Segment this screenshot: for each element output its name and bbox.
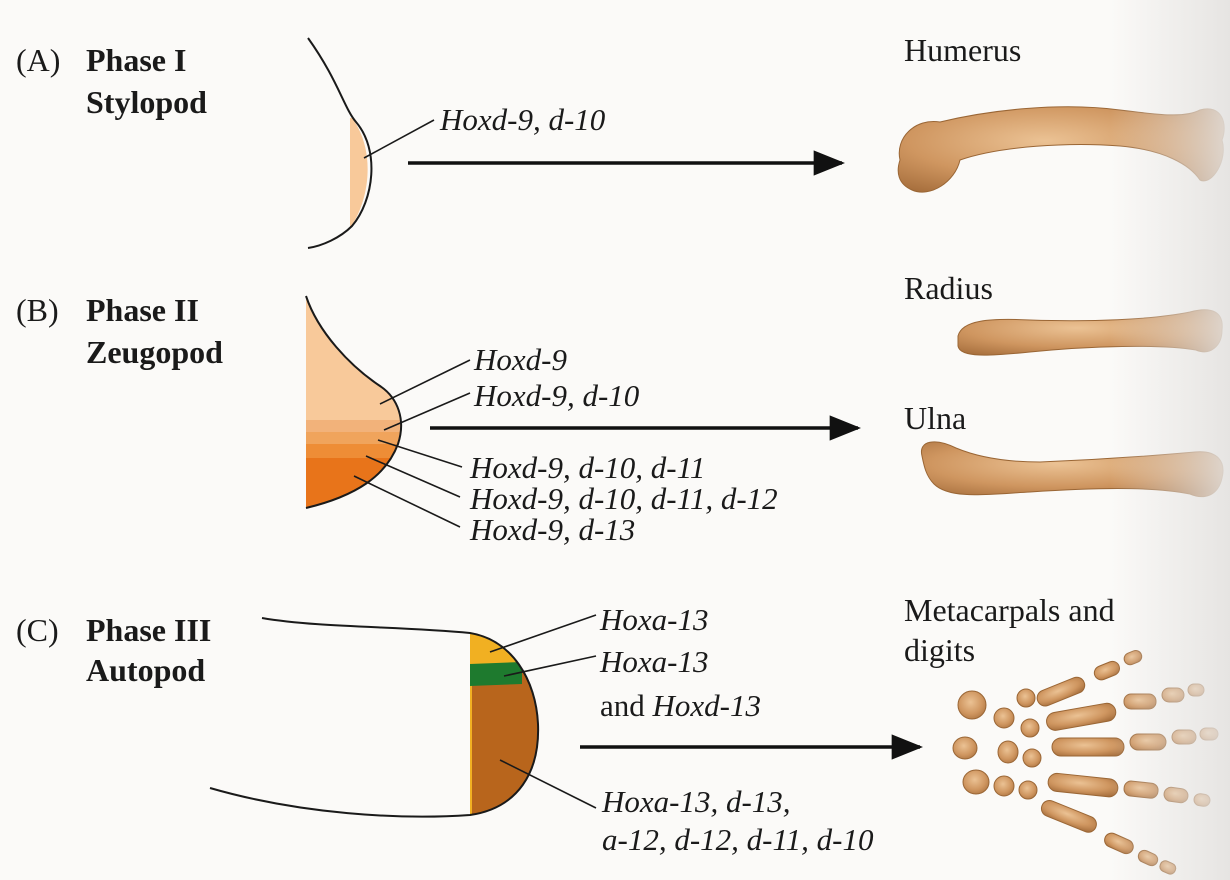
digits-label: digits (904, 632, 976, 668)
pointer-line (363, 119, 435, 159)
stylopod-outline (307, 37, 373, 249)
autopod-limb-bud (209, 614, 597, 818)
panel-a-letter: (A) (16, 42, 61, 78)
panel-b-segment: Zeugopod (86, 334, 223, 370)
humerus-label: Humerus (904, 32, 1022, 68)
gene-label-hoxd-9-d-12: Hoxd-9, d-10, d-11, d-12 (470, 481, 778, 516)
panel-b-letter: (B) (16, 292, 59, 328)
metacarpals-label: Metacarpals and (904, 592, 1115, 628)
ulna-label: Ulna (904, 400, 967, 436)
stylopod-limb-bud (307, 37, 435, 249)
panel-a-gene-label: Hoxd-9, d-10 (440, 102, 606, 137)
zeugopod-limb-bud (305, 295, 471, 528)
gene-label-hoxd-13: Hoxd-13 (652, 688, 761, 723)
gene-label-hoxd-9: Hoxd-9 (474, 342, 567, 377)
gene-label-hoxa-13: Hoxa-13 (600, 602, 709, 637)
autopod-outline (209, 617, 540, 818)
zone-hoxd-9-d-11 (306, 432, 402, 444)
panel-c-segment: Autopod (86, 652, 206, 688)
zeugopod-outline (305, 295, 403, 509)
zone-hoxd-9-d-10 (306, 420, 402, 432)
radius-label: Radius (904, 270, 993, 306)
panel-b-phase: Phase II (86, 292, 199, 328)
panel-c-letter: (C) (16, 612, 59, 648)
gene-label-hoxd-9-d-13: Hoxd-9, d-13 (470, 512, 636, 547)
zone-hoxd-9-d-13 (306, 458, 402, 508)
page-edge-shadow (1110, 0, 1230, 880)
zone-hoxa-13-strip (470, 633, 472, 815)
zone-hoxa-13-and-hoxd-13 (470, 662, 522, 686)
stylopod-expression-zone (350, 118, 368, 228)
gene-label-and: and Hoxd-13 (600, 690, 761, 721)
gene-label-hoxd-9-d-11: Hoxd-9, d-10, d-11 (470, 450, 706, 485)
gene-label-hoxa-13-d-13: Hoxa-13, d-13, (602, 784, 791, 819)
panel-a-segment: Stylopod (86, 84, 207, 120)
panel-a-phase: Phase I (86, 42, 187, 78)
gene-label-a-12-d-12-d-11-d-10: a-12, d-12, d-11, d-10 (602, 822, 874, 857)
panel-c-phase: Phase III (86, 612, 212, 648)
gene-label-hoxa-13-second: Hoxa-13 (600, 644, 709, 679)
zone-hoxd-9-d-12 (306, 444, 402, 458)
conjunction-text: and (600, 688, 645, 723)
gene-label-hoxd-9-d-10: Hoxd-9, d-10 (474, 378, 640, 413)
